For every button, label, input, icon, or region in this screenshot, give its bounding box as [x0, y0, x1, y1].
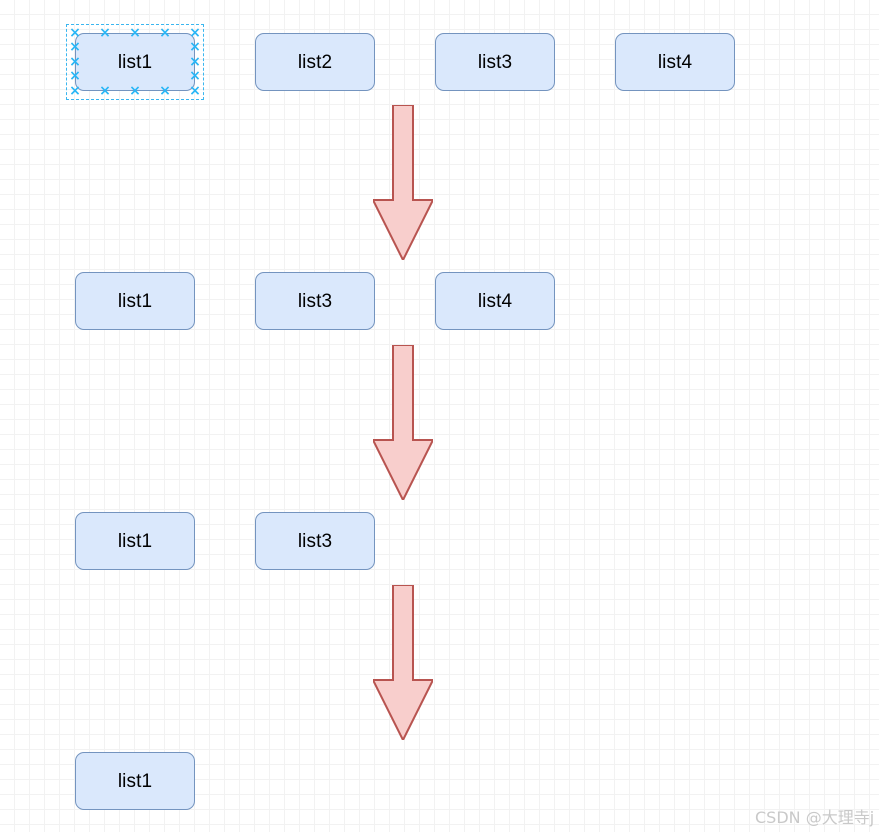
node-list1[interactable]: list1: [75, 752, 195, 810]
node-label: list1: [117, 530, 153, 552]
node-label: list1: [117, 770, 153, 792]
node-label: list1: [117, 51, 153, 73]
node-list3[interactable]: list3: [255, 512, 375, 570]
node-list4[interactable]: list4: [615, 33, 735, 91]
node-label: list2: [297, 51, 333, 73]
node-label: list3: [297, 290, 333, 312]
node-list3[interactable]: list3: [435, 33, 555, 91]
csdn-watermark: CSDN @大理寺j: [755, 808, 875, 827]
down-arrow-icon[interactable]: [371, 104, 435, 263]
node-label: list3: [297, 530, 333, 552]
node-list3[interactable]: list3: [255, 272, 375, 330]
node-list2[interactable]: list2: [255, 33, 375, 91]
node-label: list4: [657, 51, 693, 73]
down-arrow-shape: [371, 584, 435, 743]
node-list1[interactable]: list1: [75, 512, 195, 570]
down-arrow-icon[interactable]: [371, 584, 435, 743]
node-label: list4: [477, 290, 513, 312]
down-arrow-shape: [371, 344, 435, 503]
down-arrow-icon[interactable]: [371, 344, 435, 503]
node-list4[interactable]: list4: [435, 272, 555, 330]
down-arrow-shape: [371, 104, 435, 263]
node-label: list3: [477, 51, 513, 73]
node-list1[interactable]: list1: [75, 33, 195, 91]
node-label: list1: [117, 290, 153, 312]
node-list1[interactable]: list1: [75, 272, 195, 330]
